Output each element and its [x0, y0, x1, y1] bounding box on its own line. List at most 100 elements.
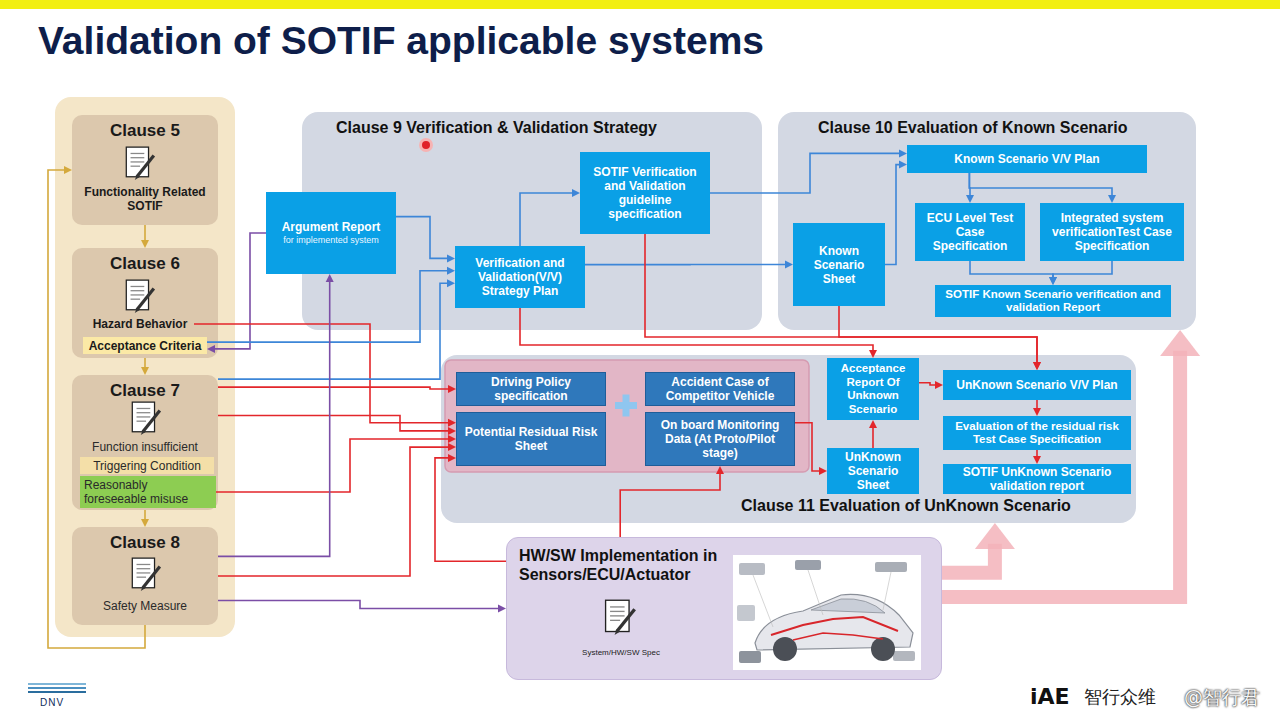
node-text: Hazard Behavior: [93, 317, 188, 331]
arrow-head: [448, 385, 456, 393]
document-icon: [132, 558, 160, 591]
node-text: Clause 11 Evaluation of UnKnown Scenario: [741, 496, 1131, 515]
node-text: UnKnown Scenario V/V Plan: [956, 378, 1117, 392]
connector: [194, 324, 456, 427]
group-panel: Clause 11 Evaluation of UnKnown Scenario…: [441, 355, 1136, 523]
arrow-head: [1033, 362, 1041, 370]
arrow-head: [1049, 277, 1057, 285]
connector-line: [520, 308, 873, 352]
connector: [585, 261, 793, 269]
arrow-head: [869, 350, 877, 358]
arrow-head: [1049, 277, 1057, 285]
node-text: SOTIF UnKnown Scenario validation report: [947, 465, 1127, 493]
arrow-head: [1033, 456, 1041, 464]
watermark: @智行君: [1184, 685, 1260, 709]
node-text: Triggering Condition: [93, 459, 201, 473]
node-text: SOTIF Known Scenario verification and va…: [939, 288, 1167, 315]
connector: [919, 381, 943, 389]
arrow-head: [1108, 195, 1116, 203]
connector: [1033, 400, 1041, 416]
node-text: Accident Case of Competitor Vehicle: [650, 375, 790, 403]
process-box: SOTIF Known Scenario verification and va…: [935, 285, 1171, 317]
arrow-head: [935, 381, 943, 389]
process-box: Argument Reportfor implemented system: [266, 192, 396, 274]
connector: [1033, 450, 1041, 464]
node-text: Reasonably foreseeable misuse: [84, 478, 212, 506]
highlight-item: Acceptance Criteria: [83, 337, 207, 354]
process-box: Known Scenario Sheet: [793, 223, 885, 306]
connector: [218, 443, 456, 576]
process-box: Verification and Validation(V/V) Strateg…: [455, 246, 585, 308]
connector: [620, 466, 724, 537]
clause-band: [55, 97, 235, 637]
input-box: Driving Policy specification: [456, 372, 606, 406]
arrow-head: [326, 274, 334, 282]
arrow-head: [819, 467, 827, 475]
node-text: SOTIF Verification and Validation guidel…: [584, 165, 706, 221]
watermark: 智行众维: [1084, 686, 1156, 708]
node-text: Argument Report: [282, 220, 381, 234]
input-box: On board Monitoring Data (At Proto/Pilot…: [645, 412, 795, 466]
node-text: Evaluation of the residual risk Test Cas…: [947, 420, 1127, 447]
arrow-head: [1160, 330, 1200, 356]
logo-text: DNV: [40, 697, 64, 709]
connector: [396, 217, 455, 263]
connector: [435, 454, 506, 561]
connector: [645, 234, 1041, 370]
group-panel: Clause 10 Evaluation of Known ScenarioKn…: [778, 112, 1196, 330]
node-text: Clause 9 Verification & Validation Strat…: [336, 118, 756, 137]
logo-line: [28, 683, 86, 685]
node-subtext: Functionality Related SOTIF: [72, 185, 218, 213]
connector: [218, 279, 455, 379]
top-bar: [0, 0, 1280, 9]
node-text: Clause 10 Evaluation of Known Scenario: [818, 118, 1188, 137]
node-text: Acceptance Report Of Unknown Scenario: [831, 362, 915, 416]
connector-line: [144, 510, 146, 521]
connector-line: [520, 193, 574, 246]
connector-line: [218, 416, 450, 431]
connector-line: [435, 458, 506, 561]
connector: [218, 385, 456, 393]
arrow-head: [785, 261, 793, 269]
connector-line: [213, 233, 266, 349]
connector-line: [942, 544, 995, 573]
arrow-head: [498, 605, 506, 613]
arrow-head: [447, 267, 455, 275]
connector-line: [885, 165, 901, 265]
arrow-head: [448, 443, 456, 451]
arrow-head: [447, 279, 455, 287]
arrow-head: [1033, 362, 1041, 370]
group-panel: Clause 9 Verification & Validation Strat…: [302, 112, 762, 330]
connector: [942, 330, 1200, 597]
arrow-head: [64, 166, 72, 174]
connector-line: [218, 601, 500, 609]
node-text: Potential Residual Risk Sheet: [461, 425, 601, 453]
arrow-head: [141, 367, 149, 375]
process-box: Known Scenario V/V Plan: [907, 145, 1147, 173]
arrow-head: [899, 161, 907, 169]
process-box: UnKnown Scenario V/V Plan: [943, 370, 1131, 400]
arrow-head: [447, 254, 455, 262]
node-text: UnKnown Scenario Sheet: [831, 450, 915, 492]
connector: [942, 523, 1015, 573]
car-illustration: [733, 555, 921, 670]
connector: [839, 306, 1041, 370]
clause-box: Clause 8Safety Measure: [72, 527, 218, 625]
document-icon: [126, 280, 154, 313]
connector: [520, 189, 580, 246]
node-subtext: System/HW/SW Spec: [571, 648, 671, 658]
connector-line: [942, 351, 1180, 597]
highlight-item: Reasonably foreseeable misuse: [80, 476, 216, 508]
process-box: ECU Level Test Case Specification: [915, 203, 1025, 261]
connector: [207, 233, 266, 353]
connector-line: [970, 261, 1053, 279]
connector-line: [710, 153, 901, 193]
connector: [141, 225, 149, 248]
connector: [141, 510, 149, 527]
connector: [218, 601, 506, 613]
connector-line: [48, 170, 145, 648]
connector-line: [969, 173, 971, 197]
connector-line: [645, 234, 1037, 364]
connector-line: [839, 306, 1037, 364]
connector: [48, 166, 145, 648]
